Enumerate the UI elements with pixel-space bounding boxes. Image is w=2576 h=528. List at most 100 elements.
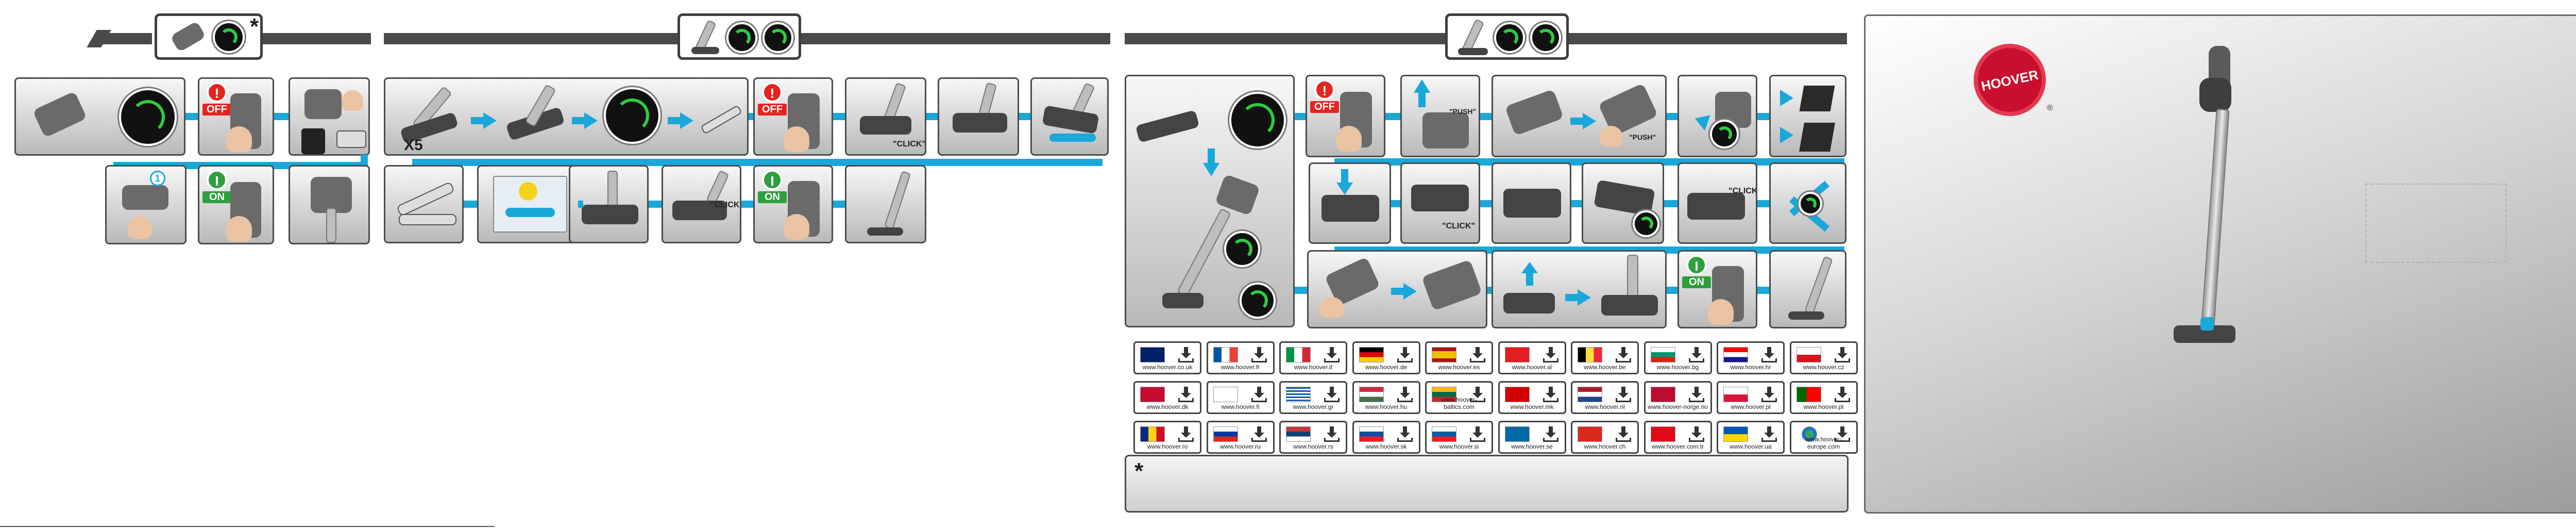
language-download-link[interactable]: www.hoover.bg — [1643, 341, 1712, 374]
brush-head-icon — [953, 113, 1007, 133]
s2-step-brush-head — [938, 77, 1019, 156]
language-url: www.hoover.mk — [1510, 403, 1554, 410]
product-panel: HOOVER ® — [1864, 14, 2576, 514]
language-download-link[interactable]: www.hoover.ru — [1206, 421, 1275, 454]
language-download-link[interactable]: www.hoover.co.uk — [1133, 341, 1201, 374]
language-download-link[interactable]: www.hoover.al — [1498, 341, 1566, 374]
download-icon — [1834, 387, 1851, 402]
germany-flag — [1359, 347, 1384, 362]
connector-ribbon — [1480, 113, 1492, 120]
magnifier-icon — [1224, 231, 1260, 267]
s3-step-brush-head-d: "CLICK" — [1677, 162, 1757, 244]
language-download-link[interactable]: www.hoover.be — [1571, 341, 1639, 374]
arrow-down-icon — [1208, 148, 1215, 164]
language-download-link[interactable]: www.hoover.se — [1498, 421, 1566, 454]
s2-step-remove-head-click: "CLICK" — [845, 77, 926, 156]
connector-ribbon — [185, 113, 198, 120]
brush-roll-icon — [396, 181, 455, 217]
header-icon-box — [1445, 13, 1569, 60]
s3-step-brush-head-b — [1492, 162, 1571, 244]
handheld-vacuum-icon — [170, 21, 206, 53]
download-icon — [1469, 347, 1486, 362]
language-url: www.hoover.rs — [1293, 443, 1334, 450]
language-download-link[interactable]: www.hoover.mk — [1498, 381, 1566, 414]
brush-head-icon — [1458, 48, 1488, 55]
download-icon — [1688, 347, 1705, 362]
language-download-link[interactable]: www.hoover.pt — [1789, 381, 1858, 414]
language-download-link[interactable]: www.hoover.ch — [1571, 421, 1639, 454]
language-download-link[interactable]: www.hoover.si — [1425, 421, 1493, 454]
repeat-count: X5 — [404, 137, 423, 154]
battery-gauge-icon — [1530, 22, 1561, 53]
language-download-link[interactable]: www.hoover.nl — [1571, 381, 1639, 414]
s3-step-reattach — [1307, 250, 1487, 328]
connector-ribbon — [833, 201, 845, 208]
download-icon — [1542, 426, 1560, 442]
language-download-link[interactable]: www.hoover.com.tr — [1643, 421, 1712, 454]
wand-icon — [884, 171, 911, 229]
language-download-link[interactable]: www.hoover.ro — [1133, 421, 1201, 454]
hand-icon — [1708, 299, 1734, 325]
language-url: www.hoover.gr — [1293, 403, 1334, 410]
language-download-link[interactable]: www.hoover.gr — [1279, 381, 1347, 414]
language-download-link[interactable]: www.hoover-norge.no — [1643, 381, 1712, 414]
hand-icon — [784, 126, 809, 152]
connector-ribbon — [578, 201, 583, 208]
connector-ribbon — [1757, 287, 1769, 294]
download-icon — [1177, 347, 1195, 362]
language-download-link[interactable]: www.hoover.rs — [1279, 421, 1347, 454]
arrow-down-icon — [1341, 169, 1348, 185]
connector-ribbon — [1385, 113, 1400, 120]
wand-icon — [607, 171, 618, 209]
language-download-link[interactable]: www.hoover.ua — [1717, 421, 1785, 454]
language-download-link[interactable]: www.hoover.de — [1352, 341, 1420, 374]
brush-head-icon — [1321, 195, 1379, 222]
bottom-rule — [0, 526, 495, 527]
brush-head-icon — [1135, 110, 1200, 143]
battery-gauge-icon — [1229, 92, 1286, 148]
s1-step-empty-bin — [289, 77, 370, 156]
arrow-right-icon — [1403, 283, 1417, 300]
download-icon — [1615, 347, 1632, 362]
download-icon — [1250, 426, 1268, 442]
language-url: www.hoover.hr — [1730, 364, 1771, 371]
download-icon — [1250, 347, 1268, 362]
placeholder-frame — [2365, 184, 2506, 263]
ukraine-flag — [1723, 426, 1748, 442]
wand-icon — [978, 82, 997, 117]
language-url: www.hoover.com.tr — [1651, 443, 1704, 450]
power-off-icon: ! — [207, 82, 227, 103]
s3-step-arrows — [1769, 162, 1846, 244]
language-download-link[interactable]: www.hoover.hr — [1717, 341, 1785, 374]
connector-ribbon — [1295, 287, 1307, 294]
filter-icon — [1799, 86, 1835, 111]
arrow-right-icon — [668, 117, 681, 124]
s2-step-brush-roll-out — [1030, 77, 1109, 156]
header-band-right — [801, 33, 1110, 44]
s2-step-click-in: "CLICK" — [662, 165, 741, 243]
slovakia-flag — [1359, 426, 1384, 442]
language-download-link[interactable]: www.hoover.sk — [1352, 421, 1420, 454]
language-download-link[interactable]: www.hoover.hu — [1352, 381, 1420, 414]
download-icon — [1615, 387, 1632, 402]
language-download-link[interactable]: www.hoover.fr — [1206, 341, 1275, 374]
language-download-link[interactable]: www.hoover.it — [1279, 341, 1347, 374]
language-download-link[interactable]: www.hoover-baltics.com — [1425, 381, 1493, 414]
brush-roll-icon — [700, 105, 742, 135]
s3-step-brush-head-c — [1582, 162, 1664, 244]
wand-icon — [2201, 108, 2230, 328]
wand-icon — [326, 208, 336, 243]
language-download-link[interactable]: www.hoover.pl — [1717, 381, 1785, 414]
download-icon — [1177, 426, 1195, 442]
dust-bin-icon — [304, 89, 342, 119]
language-download-link[interactable]: www.hoover.fi — [1206, 381, 1275, 414]
brush-head-icon — [1503, 293, 1555, 314]
vacuum-body-icon — [311, 177, 352, 213]
language-download-link[interactable]: www.hoover.dk — [1133, 381, 1201, 414]
arrow-right-icon — [1565, 294, 1579, 301]
language-download-link[interactable]: www.hoover.cz — [1789, 341, 1858, 374]
portugal-flag — [1796, 387, 1821, 402]
language-download-link[interactable]: www.hoover.es — [1425, 341, 1493, 374]
language-download-link[interactable]: www.hoover-europe.com — [1789, 421, 1858, 454]
arrow-right-icon — [1780, 90, 1793, 106]
